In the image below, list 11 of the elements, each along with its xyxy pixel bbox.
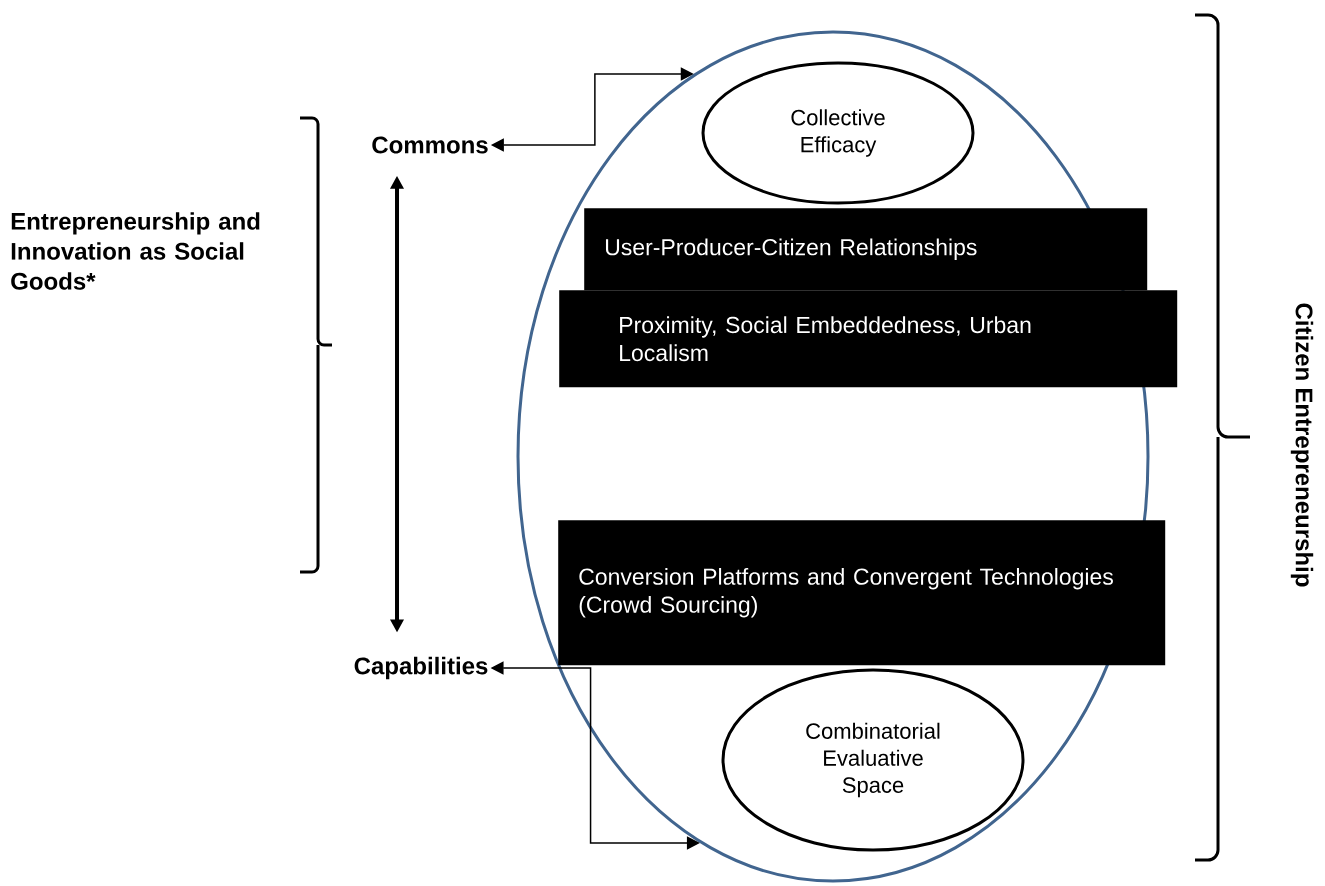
ellipse-node: Combinatorial Evaluative Space bbox=[721, 668, 1025, 852]
text-box: Proximity, Social Embeddedness, Urban Localism bbox=[559, 290, 1178, 388]
node-label: Proximity, Social Embeddedness, Urban Localism bbox=[620, 316, 1031, 362]
node-label: User-Producer-Citizen Relationships bbox=[605, 238, 977, 260]
term-label: Capabilities bbox=[354, 656, 488, 680]
side-label: Entrepreneurship and Innovation as Social Goods* bbox=[11, 212, 260, 290]
text-box: Conversion Platforms and Convergent Technologies (Crowd Sourcing) bbox=[558, 520, 1166, 666]
ellipse-node: Collective Efficacy bbox=[701, 61, 975, 205]
side-label: Citizen Entrepreneurship bbox=[1290, 303, 1314, 587]
term-label: Commons bbox=[372, 136, 488, 154]
text-box: User-Producer-Citizen Relationships bbox=[584, 208, 1148, 291]
